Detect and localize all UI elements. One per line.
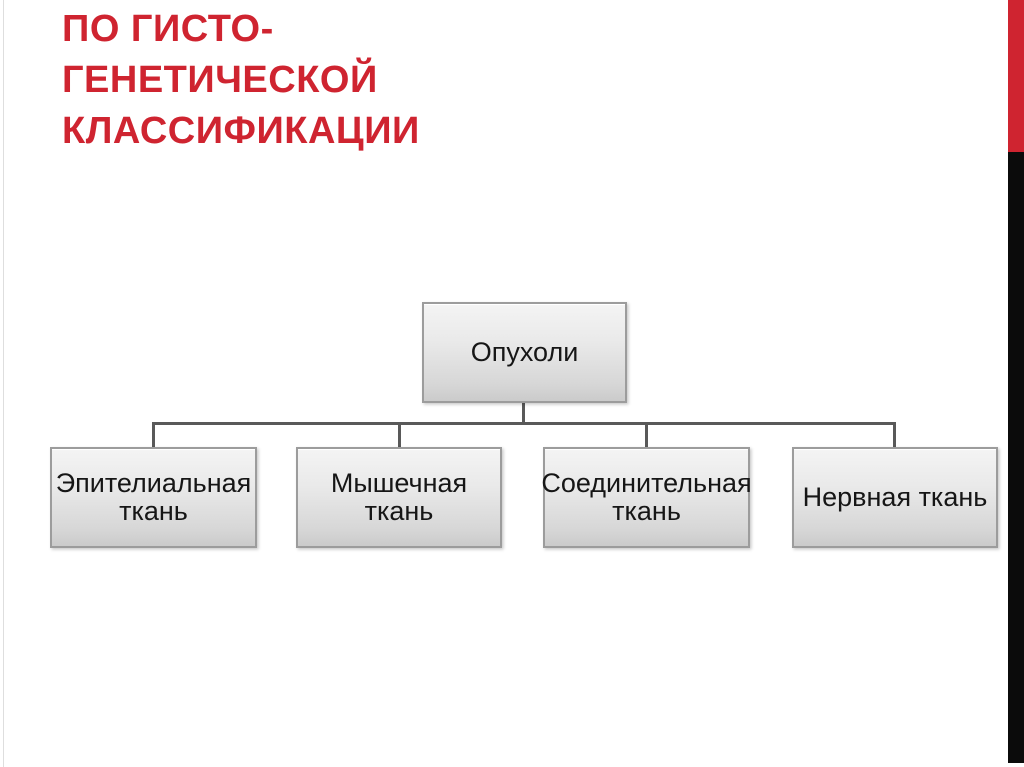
slide-title-line-3: КЛАССИФИКАЦИИ bbox=[62, 110, 420, 152]
org-node-nervous-tissue: Нервная ткань bbox=[792, 447, 998, 548]
connector-drop-muscle bbox=[398, 424, 401, 447]
org-node-epithelial-tissue: Эпителиальная ткань bbox=[50, 447, 257, 548]
right-accent-bar-red bbox=[1008, 0, 1024, 152]
slide-left-edge-rule bbox=[3, 0, 4, 767]
connector-drop-epithelial bbox=[152, 424, 155, 447]
connector-root-stub bbox=[522, 403, 525, 424]
slide-title: ПО ГИСТО- ГЕНЕТИЧЕСКОЙ КЛАССИФИКАЦИИ bbox=[62, 4, 622, 157]
connector-drop-connective bbox=[645, 424, 648, 447]
connector-drop-nervous bbox=[893, 424, 896, 447]
right-accent-bar-black bbox=[1008, 152, 1024, 763]
org-node-tumors: Опухоли bbox=[422, 302, 627, 403]
slide-title-line-2: ГЕНЕТИЧЕСКОЙ bbox=[62, 59, 378, 101]
org-node-connective-tissue: Соединительная ткань bbox=[541, 447, 752, 548]
slide-title-line-1: ПО ГИСТО- bbox=[62, 8, 274, 50]
org-node-muscle-tissue: Мышечная ткань bbox=[296, 447, 502, 548]
connector-horizontal bbox=[152, 422, 896, 425]
